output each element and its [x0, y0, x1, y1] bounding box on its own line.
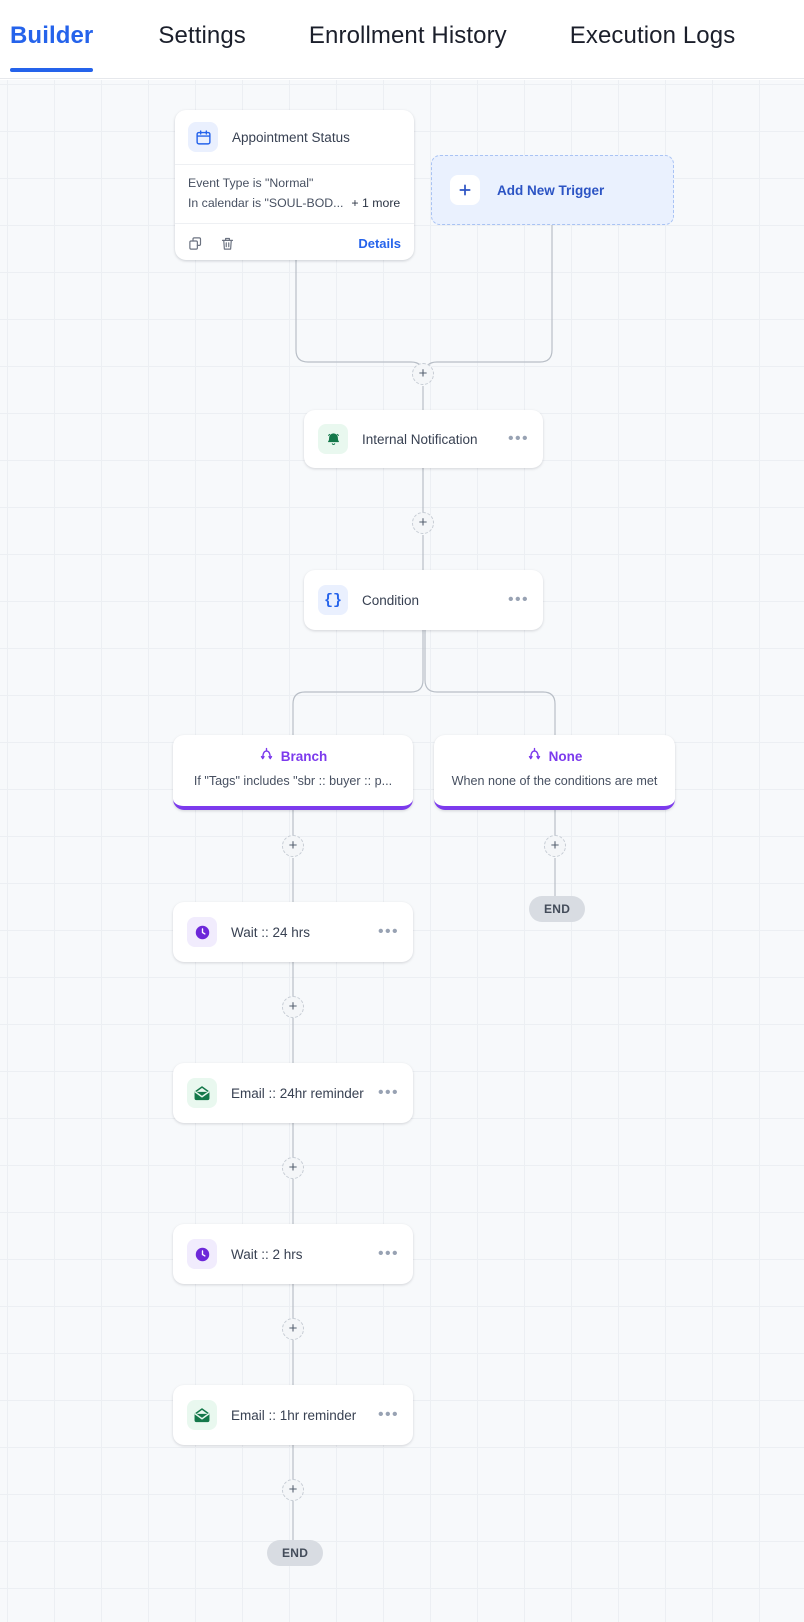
node-menu-button[interactable]: ••• — [507, 591, 529, 608]
add-step-button[interactable]: + — [282, 835, 304, 857]
plus-icon: + — [288, 997, 298, 1015]
node-email-24hr-reminder[interactable]: Email :: 24hr reminder ••• — [173, 1063, 413, 1123]
bell-icon — [318, 424, 348, 454]
trigger-conditions: Event Type is "Normal" In calendar is "S… — [175, 164, 414, 223]
plus-icon: + — [550, 836, 560, 854]
trigger-footer: Details — [175, 223, 414, 260]
tab-enrollment-history[interactable]: Enrollment History — [308, 22, 507, 49]
node-label: Condition — [362, 592, 420, 608]
node-label: Wait :: 24 hrs — [231, 924, 311, 940]
trigger-more-count[interactable]: + 1 more — [351, 196, 401, 210]
node-row: Wait :: 2 hrs ••• — [173, 1224, 413, 1284]
tab-execution-logs[interactable]: Execution Logs — [569, 22, 736, 49]
add-step-button[interactable]: + — [282, 1318, 304, 1340]
node-wait-24-hrs[interactable]: Wait :: 24 hrs ••• — [173, 902, 413, 962]
branch-description: When none of the conditions are met — [451, 774, 658, 788]
node-email-1hr-reminder[interactable]: Email :: 1hr reminder ••• — [173, 1385, 413, 1445]
trigger-card-appointment-status[interactable]: Appointment Status Event Type is "Normal… — [175, 110, 414, 260]
add-step-button[interactable]: + — [412, 512, 434, 534]
node-menu-button[interactable]: ••• — [377, 1245, 399, 1262]
copy-icon[interactable] — [188, 236, 203, 251]
plus-icon: + — [418, 364, 428, 382]
node-label: Email :: 24hr reminder — [231, 1085, 364, 1101]
plus-icon — [450, 175, 480, 205]
branch-card-tags[interactable]: Branch If "Tags" includes "sbr :: buyer … — [173, 735, 413, 810]
add-step-button[interactable]: + — [282, 996, 304, 1018]
email-icon — [187, 1400, 217, 1430]
node-label: Wait :: 2 hrs — [231, 1246, 303, 1262]
node-menu-button[interactable]: ••• — [507, 430, 529, 447]
end-pill-none-branch: END — [529, 896, 586, 922]
node-row: Email :: 24hr reminder ••• — [173, 1063, 413, 1123]
node-wait-2-hrs[interactable]: Wait :: 2 hrs ••• — [173, 1224, 413, 1284]
branch-name: Branch — [280, 748, 328, 764]
clock-icon — [187, 1239, 217, 1269]
node-row: {} Condition ••• — [304, 570, 543, 630]
branch-icon — [527, 746, 542, 766]
trigger-condition-row: In calendar is "SOUL-BOD... + 1 more — [188, 193, 401, 213]
plus-icon: + — [288, 1480, 298, 1498]
tab-list: Builder Settings Enrollment History Exec… — [0, 0, 804, 78]
add-step-button[interactable]: + — [282, 1157, 304, 1179]
branch-card-none[interactable]: None When none of the conditions are met — [434, 735, 675, 810]
plus-icon: + — [288, 836, 298, 854]
plus-icon: + — [288, 1158, 298, 1176]
trigger-header: Appointment Status — [175, 110, 414, 164]
add-step-button[interactable]: + — [412, 363, 434, 385]
add-step-button[interactable]: + — [544, 835, 566, 857]
node-menu-button[interactable]: ••• — [377, 1084, 399, 1101]
clock-icon — [187, 917, 217, 947]
workflow-canvas[interactable]: Appointment Status Event Type is "Normal… — [0, 80, 804, 1622]
plus-icon: + — [288, 1319, 298, 1337]
trigger-condition-1: Event Type is "Normal" — [188, 176, 314, 190]
trigger-condition-row: Event Type is "Normal" — [188, 173, 401, 193]
branch-header: Branch — [173, 746, 413, 766]
trigger-condition-2: In calendar is "SOUL-BOD... — [188, 196, 344, 210]
tab-builder[interactable]: Builder — [10, 0, 94, 72]
add-new-trigger-button[interactable]: Add New Trigger — [431, 155, 674, 225]
plus-icon: + — [418, 513, 428, 531]
end-pill-main-branch: END — [267, 1540, 324, 1566]
add-step-button[interactable]: + — [282, 1479, 304, 1501]
add-new-trigger-label: Add New Trigger — [497, 182, 605, 198]
branch-icon — [259, 746, 274, 766]
node-label: Email :: 1hr reminder — [231, 1407, 357, 1423]
connector-lines — [292, 180, 556, 1540]
tab-bar: Builder Settings Enrollment History Exec… — [0, 0, 804, 79]
branch-name: None — [548, 748, 583, 764]
calendar-icon — [188, 122, 218, 152]
node-row: Internal Notification ••• — [304, 410, 543, 468]
node-row: Wait :: 24 hrs ••• — [173, 902, 413, 962]
trash-icon[interactable] — [220, 236, 235, 251]
node-internal-notification[interactable]: Internal Notification ••• — [304, 410, 543, 468]
details-link[interactable]: Details — [358, 235, 401, 251]
branch-description: If "Tags" includes "sbr :: buyer :: p... — [193, 774, 393, 788]
trigger-title: Appointment Status — [232, 129, 350, 145]
braces-icon: {} — [318, 585, 348, 615]
branch-header: None — [434, 746, 675, 766]
node-row: Email :: 1hr reminder ••• — [173, 1385, 413, 1445]
node-menu-button[interactable]: ••• — [377, 1406, 399, 1423]
tab-settings[interactable]: Settings — [158, 22, 246, 49]
node-label: Internal Notification — [362, 431, 478, 447]
node-menu-button[interactable]: ••• — [377, 923, 399, 940]
email-icon — [187, 1078, 217, 1108]
node-condition[interactable]: {} Condition ••• — [304, 570, 543, 630]
